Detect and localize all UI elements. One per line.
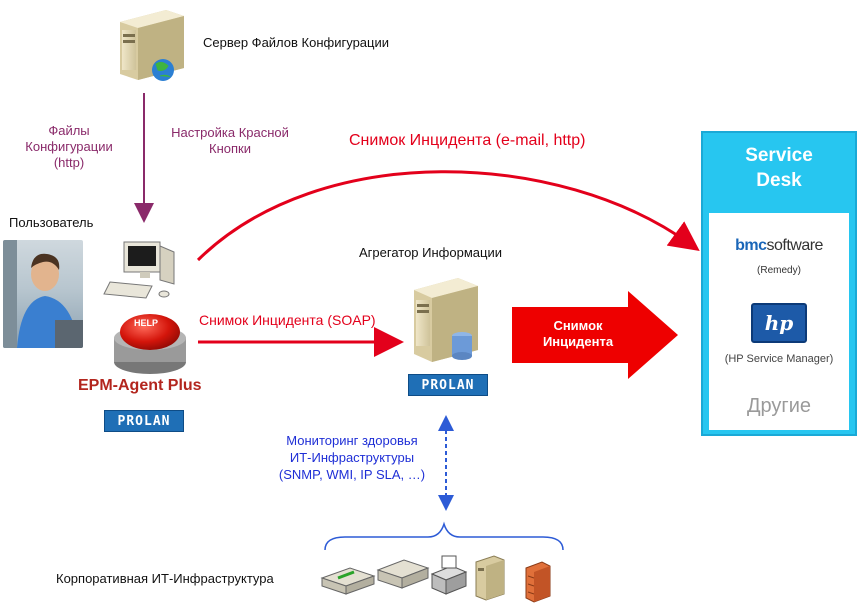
aggregator-server-icon <box>414 278 478 362</box>
firewall-icon <box>525 561 551 603</box>
red-button-setup-label: Настройка Красной Кнопки <box>171 125 289 156</box>
epm-agent-label: EPM-Agent Plus <box>78 377 202 394</box>
config-files-label: Файлы Конфигурации (http) <box>25 123 113 170</box>
prolan-logo-agent: PROLAN <box>104 410 184 432</box>
big-arrow-label: Снимок Инцидента <box>542 318 614 349</box>
user-photo <box>3 240 83 348</box>
user-computer-icon <box>103 241 175 299</box>
aggregator-label: Агрегатор Информации <box>359 245 502 260</box>
service-desk-title: Service Desk <box>745 145 813 191</box>
help-button-icon: HELP <box>114 314 186 374</box>
user-label: Пользователь <box>9 215 94 230</box>
router-icon <box>376 559 430 589</box>
hp-service-manager-label: (HP Service Manager) <box>724 353 834 365</box>
printer-icon <box>430 555 468 595</box>
bmc-software-logo: bmcsoftware <box>735 237 823 254</box>
others-label: Другие <box>746 395 812 417</box>
incident-email-http-label: Снимок Инцидента (e-mail, http) <box>349 132 586 149</box>
incident-soap-label: Снимок Инцидента (SOAP) <box>199 312 376 328</box>
email-http-curve-arrow <box>196 170 700 262</box>
switch-icon <box>320 567 376 595</box>
monitoring-label: Мониторинг здоровья ИТ-Инфраструктуры (S… <box>278 433 426 482</box>
service-desk-panel: Service Desk bmcsoftware (Remedy) hp (HP… <box>701 131 857 436</box>
help-button-text: HELP <box>134 318 158 328</box>
corporate-infra-label: Корпоративная ИТ-Инфраструктура <box>56 571 274 586</box>
config-server-icon <box>120 10 184 81</box>
big-incident-arrow <box>512 291 678 379</box>
hp-logo: hp <box>751 303 807 343</box>
bmc-remedy-label: (Remedy) <box>757 265 801 276</box>
service-desk-vendors: bmcsoftware (Remedy) hp (HP Service Mana… <box>709 213 849 430</box>
config-server-label: Сервер Файлов Конфигурации <box>203 35 389 50</box>
infrastructure-brace <box>324 521 564 551</box>
server-small-icon <box>475 555 505 601</box>
prolan-logo-aggregator: PROLAN <box>408 374 488 396</box>
